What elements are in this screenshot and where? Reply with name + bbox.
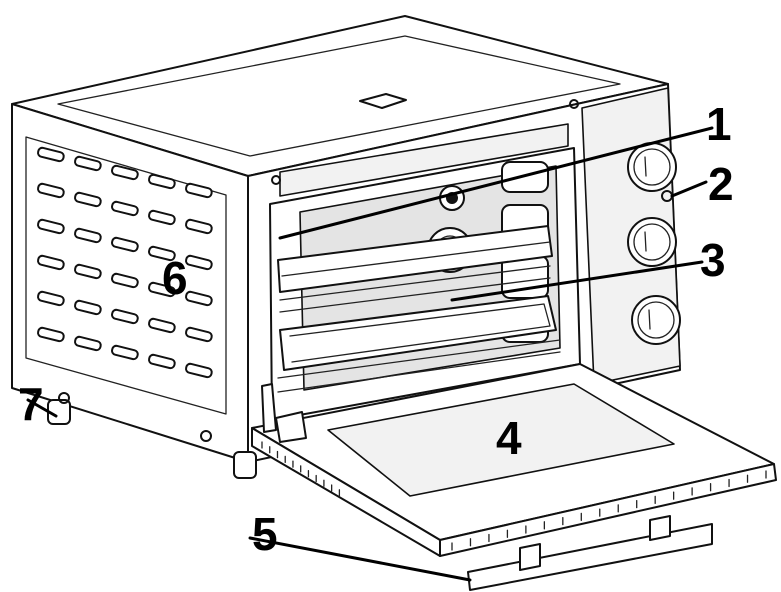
vent-slot — [37, 254, 65, 271]
vent-slot — [185, 362, 213, 379]
callout-6: 6 — [162, 252, 188, 304]
top-slot — [279, 123, 569, 197]
feet — [47, 392, 257, 479]
vent-slot — [148, 281, 176, 298]
vent-slot — [74, 263, 102, 280]
leader-lines — [26, 126, 714, 582]
control-knobs — [627, 142, 681, 345]
baking-tray — [279, 295, 557, 371]
door-glass — [327, 383, 675, 497]
vent-slot — [74, 155, 102, 172]
vent-slot — [74, 335, 102, 352]
door-hinge — [261, 383, 277, 433]
vent-slot — [74, 191, 102, 208]
vent-slot — [148, 317, 176, 334]
vent-slot — [111, 236, 139, 253]
vent-slots — [37, 146, 213, 379]
door-studs — [261, 441, 767, 551]
vent-slot — [111, 200, 139, 217]
callout-5: 5 — [252, 508, 278, 560]
vent-slot — [74, 299, 102, 316]
vent-slot — [74, 227, 102, 244]
vent-slot — [111, 308, 139, 325]
vent-slot — [37, 290, 65, 307]
vent-slot — [185, 254, 213, 271]
vent-slot — [111, 272, 139, 289]
callout-3: 3 — [700, 234, 726, 286]
oven-door — [251, 363, 777, 557]
vent-slot — [148, 173, 176, 190]
vent-slot — [37, 218, 65, 235]
vent-slot — [148, 209, 176, 226]
callout-2: 2 — [708, 158, 734, 210]
vent-slot — [185, 218, 213, 235]
vent-slot — [111, 344, 139, 361]
vent-slot — [37, 146, 65, 163]
vent-slot — [148, 245, 176, 262]
door-handle — [467, 515, 713, 591]
vent-slot — [185, 290, 213, 307]
callout-4: 4 — [496, 412, 522, 464]
callout-labels: 1 2 3 4 5 6 7 — [18, 98, 734, 560]
knob-bottom-icon — [631, 295, 681, 345]
vent-slot — [111, 164, 139, 181]
vent-slot — [37, 182, 65, 199]
callout-1: 1 — [706, 98, 732, 150]
vent-slot — [148, 353, 176, 370]
side-panel — [11, 103, 249, 463]
vent-slot — [185, 326, 213, 343]
vent-slot — [185, 182, 213, 199]
knob-top-icon — [627, 142, 677, 192]
knob-middle-icon — [627, 217, 677, 267]
callout-7: 7 — [18, 378, 44, 430]
vent-slot — [37, 326, 65, 343]
